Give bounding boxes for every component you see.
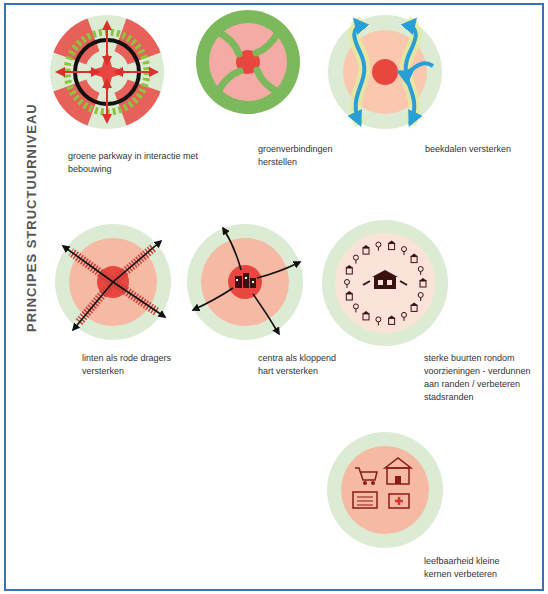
principle-caption: linten als rode dragers versterken: [82, 352, 177, 378]
ribbon-icon: [55, 224, 171, 340]
neighbourhood-icon: [322, 220, 448, 346]
principle-caption: leefbaarheid kleine kernen verbeteren: [424, 555, 514, 581]
stream-valley-icon: [328, 15, 442, 129]
panel-title: PRINCIPES STRUCTUURNIVEAU: [24, 103, 40, 332]
principle-caption: groenverbindingen herstellen: [258, 143, 343, 169]
parkway-icon: [50, 15, 164, 129]
principle-caption: centra als kloppend hart versterken: [258, 352, 353, 378]
principle-caption: groene parkway in interactie met bebouwi…: [68, 150, 203, 176]
principle-caption: beekdalen versterken: [425, 143, 535, 156]
green-links-icon: [196, 10, 300, 114]
center-icon: [187, 224, 303, 340]
principle-caption: sterke buurten rondom voorzieningen - ve…: [424, 352, 532, 404]
small-village-icon: [327, 432, 443, 548]
